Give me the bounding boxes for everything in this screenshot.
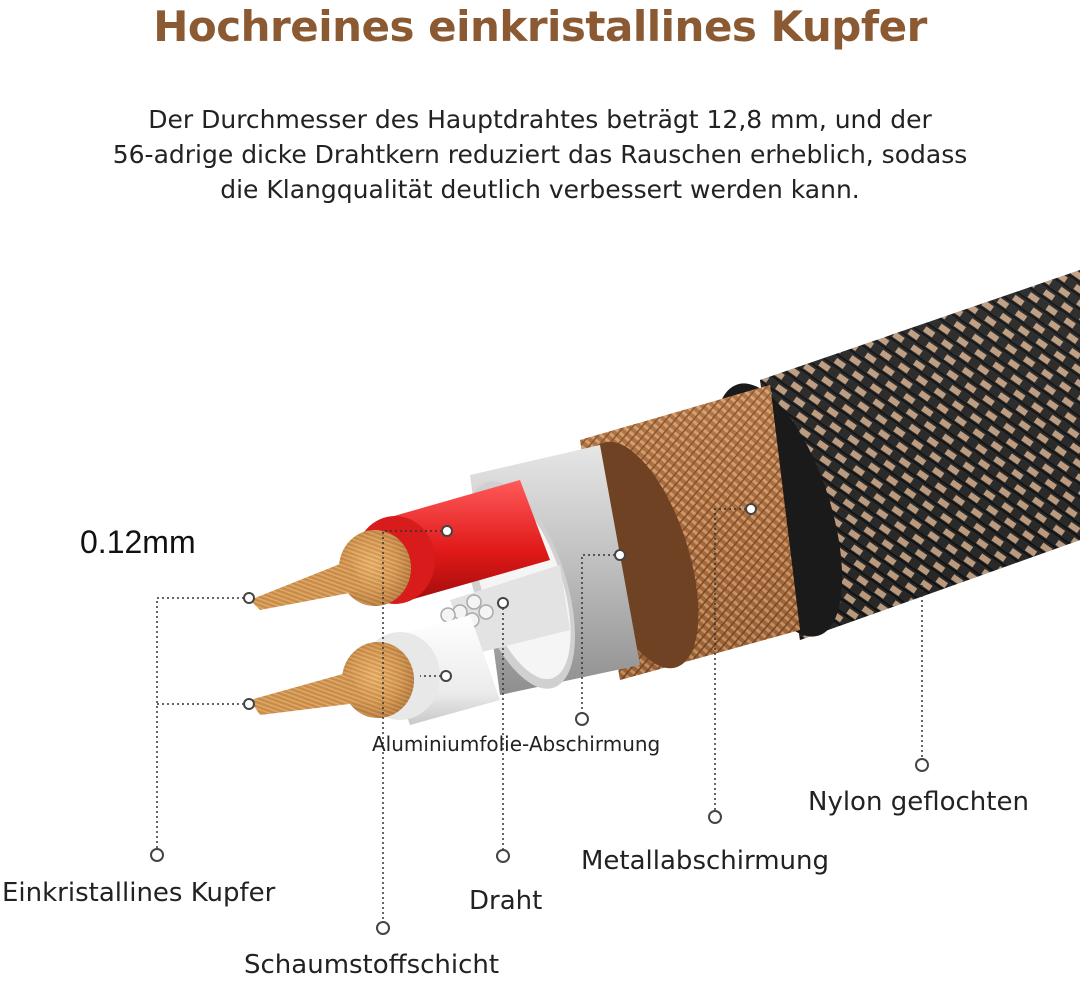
dot-copper-top: [243, 592, 255, 604]
dot-foil: [614, 549, 626, 561]
metal-braid-shield: [580, 385, 800, 680]
description-line-1: Der Durchmesser des Hauptdrahtes beträgt…: [148, 105, 932, 134]
dot-wire-label: [496, 849, 510, 863]
description-line-3: die Klangqualität deutlich verbessert we…: [220, 175, 860, 204]
callout-lines: [156, 508, 923, 928]
dot-wire: [497, 597, 509, 609]
dot-copper-bottom: [243, 698, 255, 710]
label-schaumstoffschicht: Schaumstoffschicht: [244, 950, 500, 980]
label-aluminiumfolie: Aluminiumfolie-Abschirmung: [372, 732, 661, 756]
label-metallabschirmung: Metallabschirmung: [581, 846, 830, 876]
page-title: Hochreines einkristallines Kupfer: [153, 2, 927, 51]
dot-copper-label: [150, 848, 164, 862]
label-draht: Draht: [469, 886, 543, 916]
dot-nylon-label: [915, 758, 929, 772]
white-insulated-conductor: [250, 615, 500, 725]
dot-foil-label: [575, 712, 589, 726]
label-nylon-geflochten: Nylon geflochten: [808, 787, 1029, 817]
label-einkristallines-kupfer: Einkristallines Kupfer: [2, 878, 276, 908]
description: Der Durchmesser des Hauptdrahtes beträgt…: [0, 102, 1080, 207]
dot-foam-red: [441, 525, 453, 537]
description-line-2: 56-adrige dicke Drahtkern reduziert das …: [112, 140, 968, 169]
dot-braid: [745, 503, 757, 515]
dot-foam-white: [440, 670, 452, 682]
nylon-sheath: [713, 270, 1080, 640]
callout-dots: [150, 503, 929, 935]
dot-braid-label: [708, 810, 722, 824]
red-insulated-conductor: [250, 480, 550, 610]
core-size-label: 0.12mm: [80, 524, 196, 560]
dot-foam-label: [376, 921, 390, 935]
